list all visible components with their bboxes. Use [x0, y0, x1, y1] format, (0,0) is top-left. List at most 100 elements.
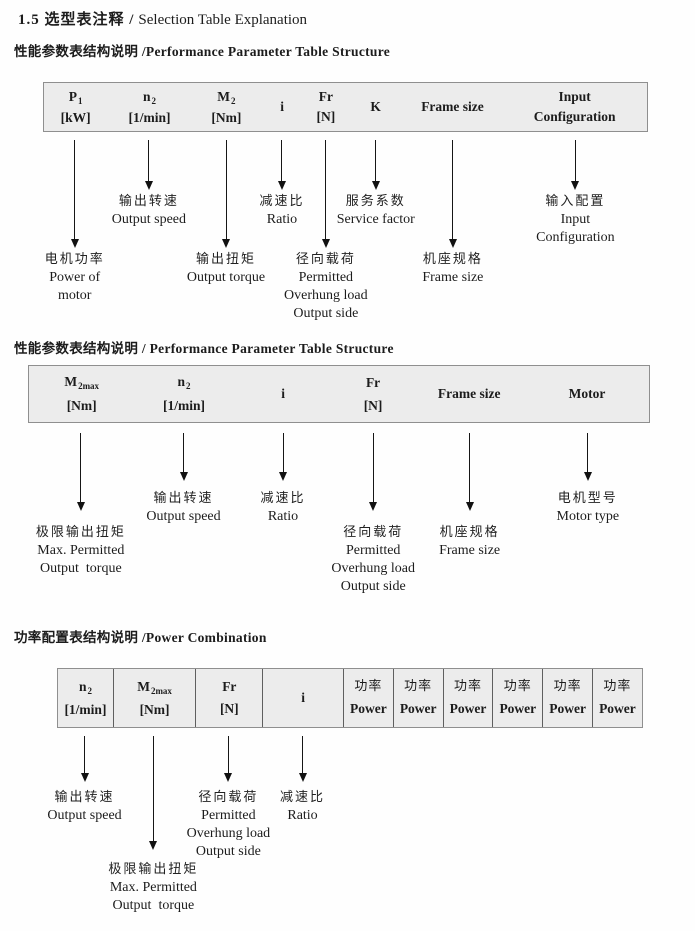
callout-label-cn: 径向载荷 — [343, 525, 404, 540]
col-label: i — [280, 99, 285, 114]
col-label: i — [301, 690, 306, 705]
col-label-cn: 功率 — [503, 679, 532, 694]
callout-label-en: Overhung load — [186, 826, 271, 841]
callout-label-cn: 电机型号 — [557, 491, 618, 506]
col-label: M2 — [217, 88, 236, 106]
section-2-heading: 性能参数表结构说明 / Performance Parameter Table … — [14, 341, 394, 356]
col-label-cn: 功率 — [404, 679, 433, 694]
col-label: Fr — [222, 679, 237, 694]
down-arrow-icon — [298, 736, 307, 782]
col-unit: [1/min] — [128, 109, 171, 125]
callout-label-en: Output speed — [146, 509, 221, 524]
callout-label-cn: 机座规格 — [422, 252, 483, 267]
callout-motor-type: 电机型号 Motor type — [556, 489, 619, 526]
down-arrow-icon — [369, 433, 378, 511]
header-row: P1 [kW] n2 [1/min] M2 [Nm] i Fr[N]K Frame size In… — [43, 82, 648, 132]
col-label: n2 — [143, 88, 157, 106]
col-label: P1 — [68, 88, 83, 106]
col-label: Frame size — [437, 386, 501, 401]
col-unit: [Nm] — [211, 109, 242, 125]
callout-label-en: Output speed — [47, 808, 122, 823]
col-label: M2max — [137, 678, 172, 696]
section-1-heading: 性能参数表结构说明 /Performance Parameter Table S… — [14, 44, 391, 59]
col-unit: [kW] — [60, 109, 91, 125]
page-title-zh: 1.5 选型表注释 / — [18, 12, 135, 28]
callout-label-cn: 输出转速 — [118, 194, 179, 209]
col-header-m2max: M2max[Nm] — [112, 669, 195, 727]
down-arrow-icon — [149, 736, 158, 850]
col-unit: [Nm] — [66, 398, 97, 413]
section-3-heading: 功率配置表结构说明 /Power Combination — [14, 630, 267, 645]
callout-output-speed: 输出转速 Output speed — [112, 192, 186, 229]
callout-label-en: Motor type — [556, 509, 620, 524]
callout-label-en: Overhung load — [331, 561, 415, 576]
callout-label-en: Overhung load — [284, 288, 368, 303]
down-arrow-icon — [277, 140, 286, 190]
col-unit: [1/min] — [64, 701, 107, 717]
down-arrow-icon — [465, 433, 474, 511]
callout-label-en: motor — [58, 288, 92, 303]
callout-label-cn: 径向载荷 — [295, 252, 356, 267]
down-arrow-icon — [571, 140, 580, 190]
col-header-k: K — [348, 83, 402, 131]
callout-label-en: Output speed — [111, 212, 187, 227]
callout-label-en: Service factor — [336, 212, 415, 227]
callout-label-en: Frame size — [422, 270, 484, 285]
callout-label-en: Permitted — [298, 270, 354, 285]
callout-label-cn: 机座规格 — [439, 525, 500, 540]
callout-label-en: Output side — [340, 579, 406, 594]
col-label: M2max — [64, 374, 100, 392]
col-label: Power — [449, 701, 487, 716]
page-title-en: Selection Table Explanation — [138, 12, 308, 28]
callout-label-en: Output side — [195, 844, 261, 859]
callout-label-en: Ratio — [266, 212, 298, 227]
down-arrow-icon — [448, 140, 457, 248]
col-label: Motor — [568, 386, 606, 401]
col-header-m2max: M2max [Nm] — [29, 366, 134, 422]
col-header-n2: n2[1/min] — [134, 366, 233, 422]
down-arrow-icon — [70, 140, 79, 248]
col-label: Power — [599, 701, 636, 716]
col-header-fr: Fr[N] — [195, 669, 262, 727]
callout-label-en: Max. Permitted — [109, 880, 197, 895]
callout-label-en: Frame size — [439, 543, 501, 558]
callout-label-en: Permitted — [345, 543, 401, 558]
col-header-frame-size: Frame size — [403, 83, 502, 131]
col-header-fr: Fr[N] — [303, 83, 348, 131]
col-label: Frame size — [421, 99, 484, 114]
col-header-i: i — [234, 366, 333, 422]
down-arrow-icon — [179, 433, 188, 481]
down-arrow-icon — [222, 140, 230, 248]
callout-label-en: Max. Permitted — [37, 543, 125, 558]
callout-label-cn: 极限输出扭矩 — [35, 525, 126, 540]
col-label: Power — [549, 701, 586, 716]
col-header-motor: Motor — [525, 366, 649, 422]
col-header-i: i — [262, 669, 343, 727]
col-header-n2: n2 [1/min] — [107, 83, 191, 131]
col-label: Power — [350, 701, 387, 716]
callout-label-cn: 径向载荷 — [198, 790, 259, 805]
col-label: i — [281, 386, 286, 401]
col-unit: [N] — [316, 109, 336, 124]
callout-label-en: Output side — [293, 306, 359, 321]
callout-label-cn: 减速比 — [280, 790, 326, 805]
down-arrow-icon — [321, 140, 330, 248]
callout-frame-size: 机座规格 Frame size — [439, 523, 500, 560]
